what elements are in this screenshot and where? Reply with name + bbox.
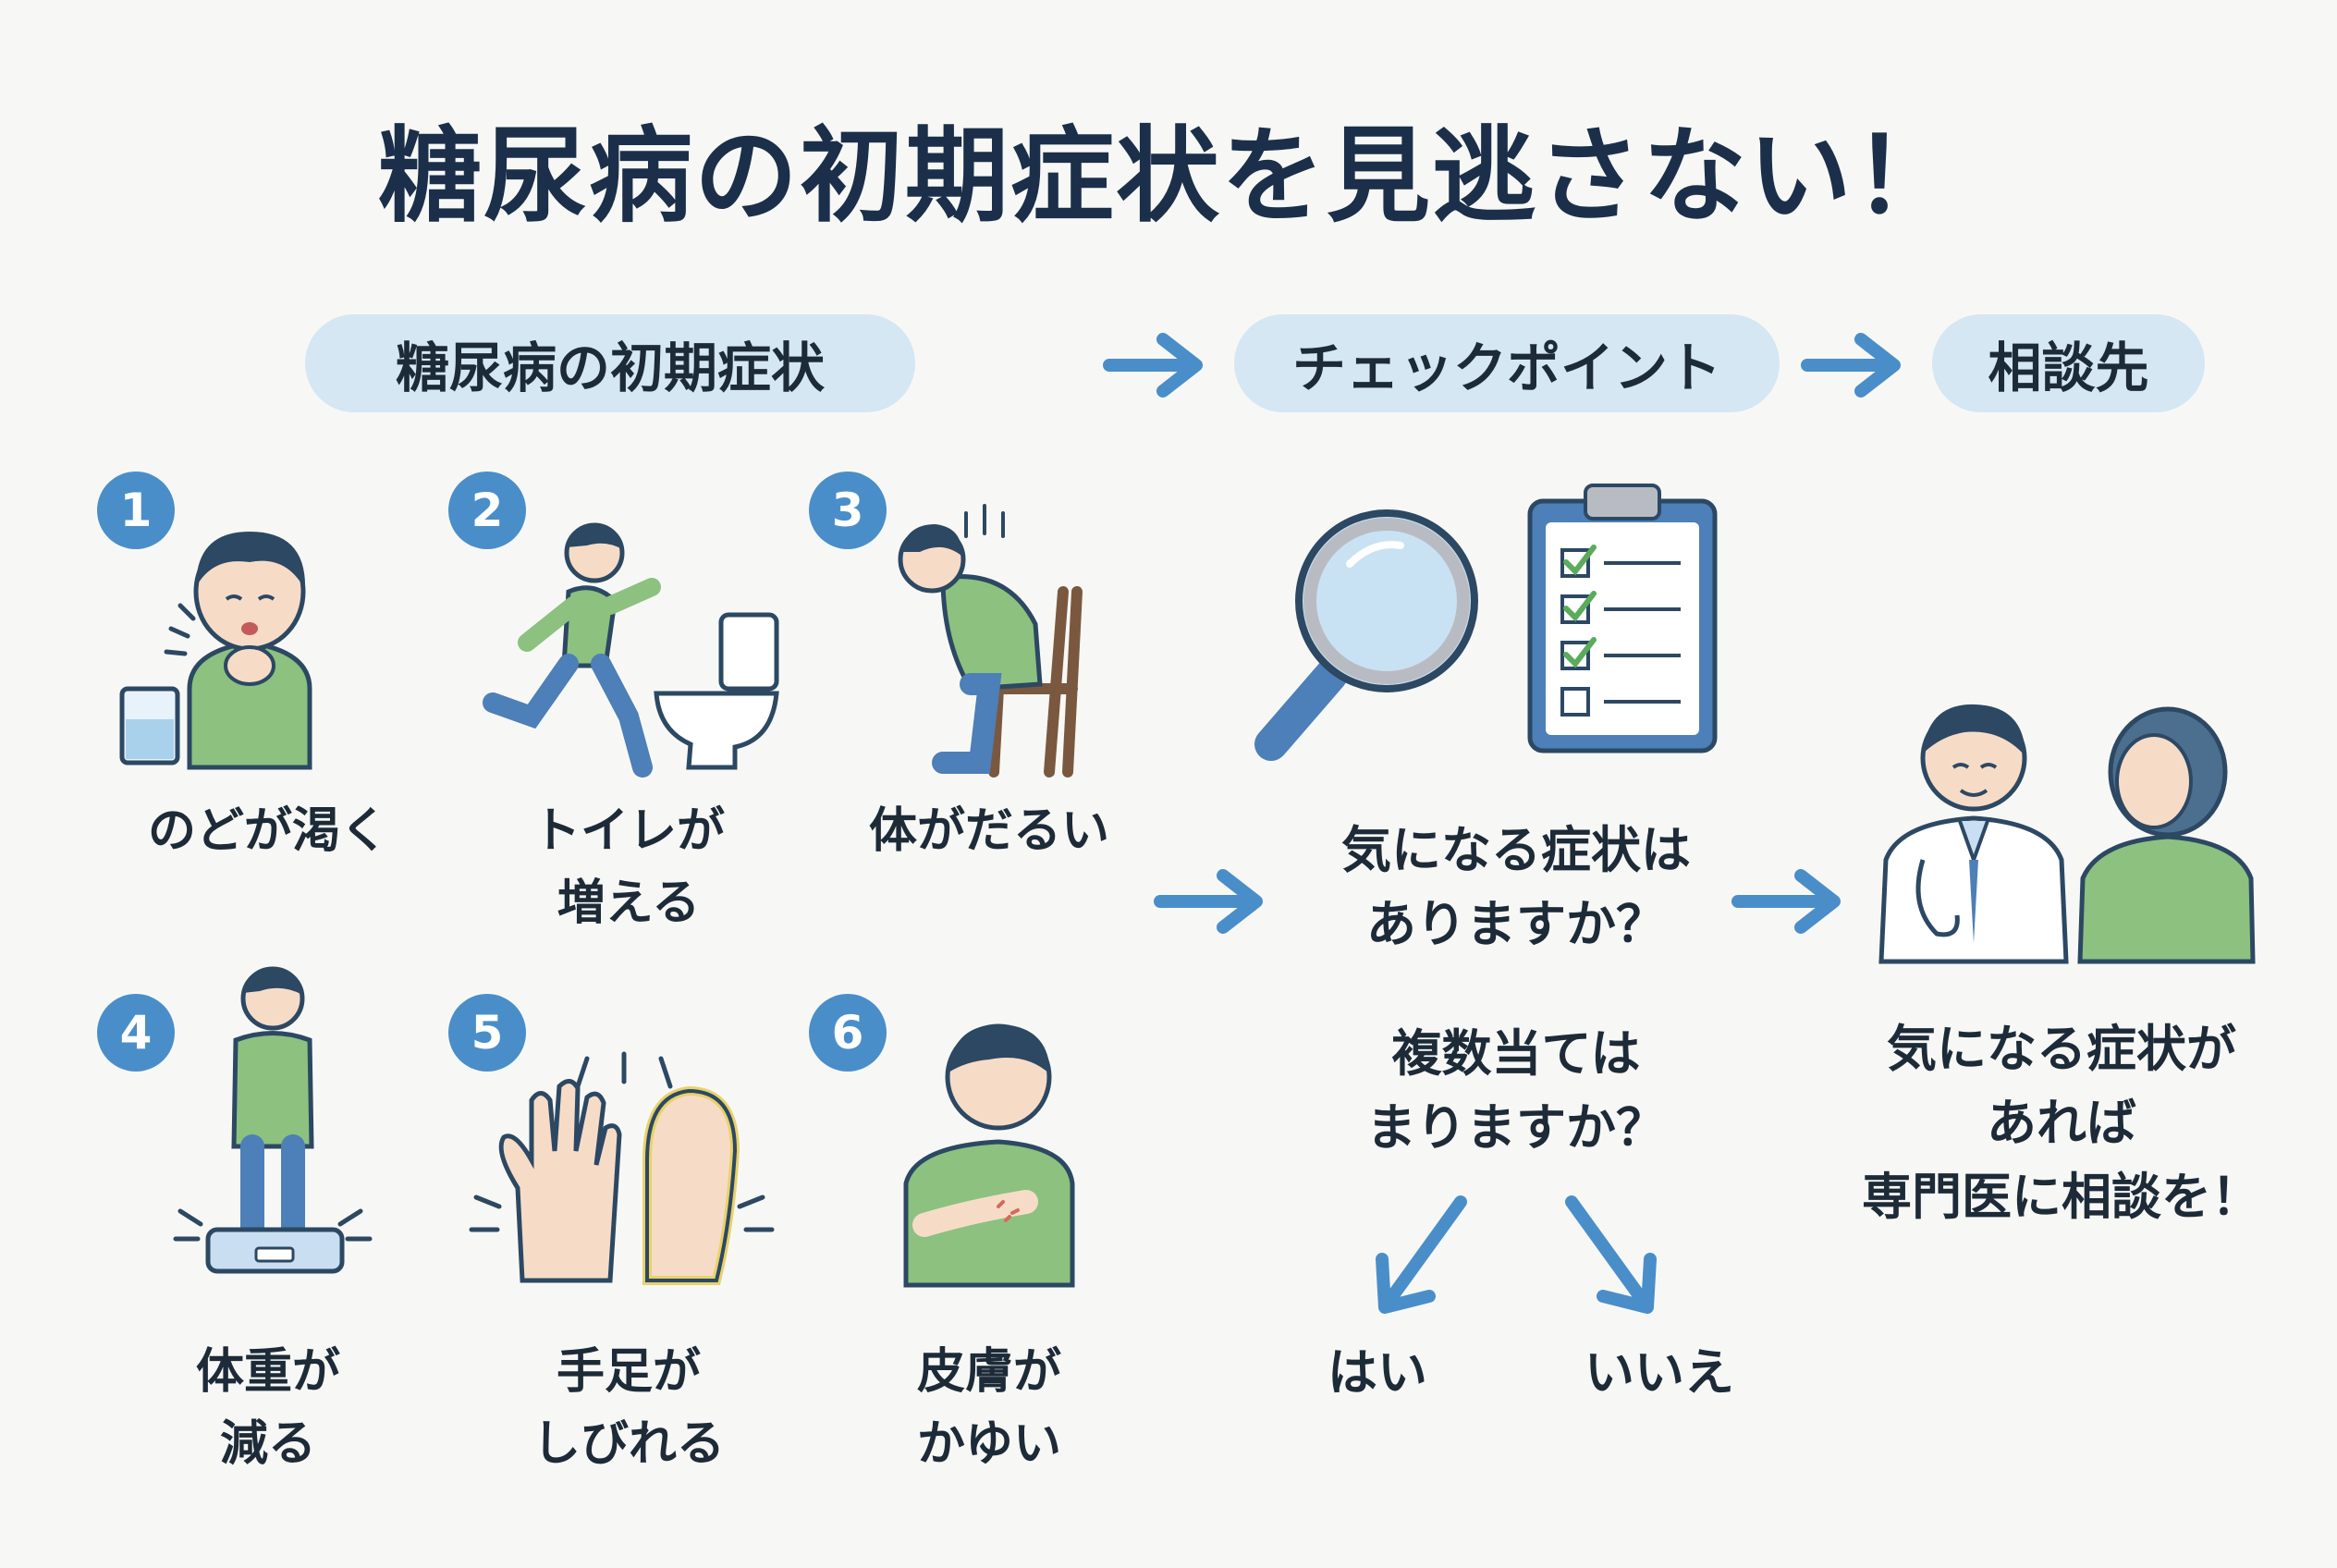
symptom-1-label: のどが渇く — [147, 803, 388, 859]
symptoms-header-pill: 糖尿病の初期症状 — [305, 314, 915, 412]
header-arrow-1-icon — [1103, 333, 1203, 398]
consult-message: 気になる症状が あれば 専門医に相談を！ — [1862, 1020, 2261, 1226]
checkpoint-header-pill: チェックポイント — [1234, 314, 1780, 412]
header-arrow-2-icon — [1801, 333, 1901, 398]
consult-header-pill: 相談先 — [1932, 314, 2205, 412]
symptom-3-badge: 3 — [809, 472, 887, 549]
page-title: 糖尿病の初期症状を見逃さない！ — [378, 116, 1959, 237]
yes-option-label: はい — [1328, 1343, 1427, 1402]
checklist-clipboard-icon — [1527, 484, 1718, 753]
symptom-5-badge: 5 — [448, 994, 526, 1072]
weight-scale-person-icon — [173, 966, 373, 1274]
flow-arrow-right-icon — [1731, 869, 1841, 934]
flow-arrow-left-icon — [1154, 869, 1263, 934]
symptom-5-label: 手足が しびれる — [532, 1344, 725, 1472]
magnifying-glass-icon — [1254, 509, 1478, 761]
itchy-skin-person-icon — [903, 1023, 1075, 1288]
checkpoint-question-2: 複数当ては まりますか？ — [1366, 1024, 1666, 1157]
symptom-1-badge: 1 — [97, 472, 175, 549]
running-to-toilet-icon — [483, 522, 779, 778]
symptom-2-badge: 2 — [448, 472, 526, 549]
symptom-4-label: 体重が 減る — [195, 1344, 340, 1472]
doctor-patient-icon — [1878, 704, 2256, 964]
checkpoint-question-1: 気になる症状は ありますか？ — [1341, 821, 1691, 953]
symptom-6-badge: 6 — [809, 994, 887, 1072]
thirsty-person-icon — [119, 532, 312, 770]
numb-hand-foot-icon — [469, 1051, 775, 1285]
no-arrow-icon — [1565, 1195, 1657, 1314]
no-option-label: いいえ — [1585, 1343, 1734, 1402]
symptom-2-label: トイレが 増える — [532, 803, 725, 931]
symptom-4-badge: 4 — [97, 994, 175, 1072]
symptom-3-label: 体がだるい — [868, 803, 1109, 859]
symptom-6-label: 皮膚が かゆい — [916, 1344, 1061, 1472]
yes-arrow-icon — [1376, 1195, 1467, 1314]
tired-person-icon — [898, 504, 1083, 778]
